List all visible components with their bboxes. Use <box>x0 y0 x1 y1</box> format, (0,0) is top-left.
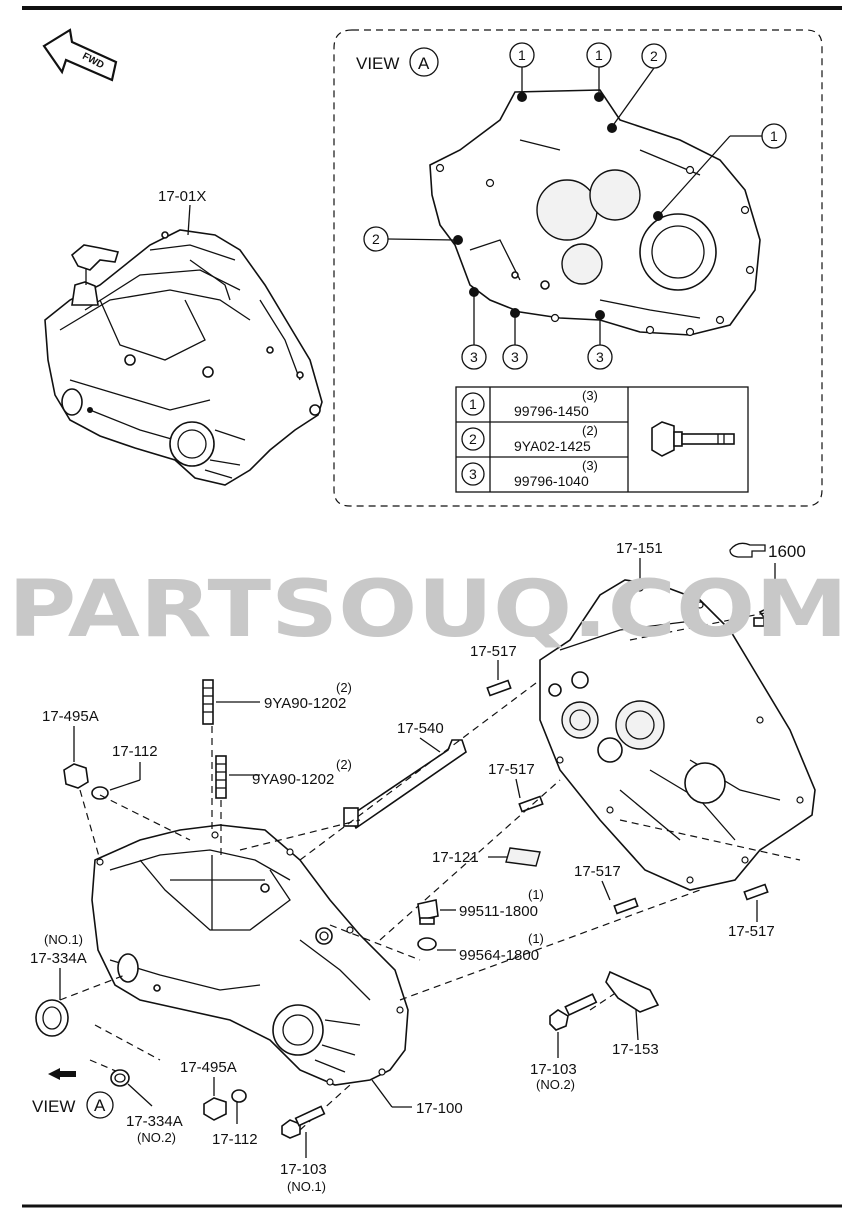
part-label-17-103-no2: 17-103 <box>530 1061 577 1078</box>
part-label-17-112-bottom: 17-112 <box>212 1131 258 1148</box>
stud-bolt-top <box>202 679 214 725</box>
fwd-arrow-icon: FWD <box>42 28 118 82</box>
part-label-17-103-no1-note: (NO.1) <box>287 1179 326 1194</box>
callout-label: 3 <box>470 349 478 365</box>
table-row-ref: 2 <box>469 431 477 447</box>
clutch-housing-illustration <box>539 579 816 891</box>
part-label-17-153: 17-153 <box>612 1041 659 1058</box>
bottom-view-title: VIEW <box>32 1097 75 1116</box>
table-row-qty: (2) <box>582 423 598 438</box>
part-label-1600: 1600 <box>768 542 806 561</box>
part-label-17-495a-top: 17-495A <box>42 708 99 725</box>
view-a-inset: VIEW A <box>333 29 823 507</box>
transaxle-case-illustration <box>91 824 409 1086</box>
part-label-17-121: 17-121 <box>432 849 479 866</box>
table-row-part: 99796-1040 <box>514 473 589 489</box>
part-label-17-517-b: 17-517 <box>488 761 535 778</box>
inset-view-title: VIEW <box>356 54 399 73</box>
table-row-part: 99796-1450 <box>514 403 589 419</box>
stud-part-1: 9YA90-1202 <box>264 695 346 712</box>
pointing-hand-icon <box>729 542 766 558</box>
bolt-table: 1 (3) 99796-1450 2 (2) 9YA02-1425 3 (3) … <box>455 386 749 493</box>
part-label-17-517-d: 17-517 <box>728 923 775 940</box>
callout-label: 3 <box>511 349 519 365</box>
callout-label: 1 <box>518 47 526 63</box>
assembly-guide-lines <box>59 609 801 1131</box>
table-row-qty: (3) <box>582 458 598 473</box>
view-direction-arrow-icon <box>48 1068 76 1080</box>
part-label-17-103-no2-note: (NO.2) <box>536 1077 575 1092</box>
callout-label: 2 <box>372 231 380 247</box>
plug-part: 99511-1800 <box>459 903 538 920</box>
part-label-17-151: 17-151 <box>616 540 663 557</box>
stud-part-2: 9YA90-1202 <box>252 771 334 788</box>
part-label-17-495a-bottom: 17-495A <box>180 1059 237 1076</box>
bottom-view-letter: A <box>94 1096 106 1115</box>
part-label-17-334a-no2: 17-334A <box>126 1113 183 1130</box>
stud-bolt-bottom <box>215 755 227 799</box>
part-label-17-517-c: 17-517 <box>574 863 621 880</box>
table-row-qty: (3) <box>582 388 598 403</box>
watermark-text: PARTSOUQ.COM <box>8 565 848 655</box>
flange-bolt-icon <box>651 421 735 457</box>
part-label-17-334a-no2-note: (NO.2) <box>137 1130 176 1145</box>
inset-callouts: 1 1 2 1 2 3 3 3 <box>363 42 787 370</box>
part-label-17-540: 17-540 <box>397 720 444 737</box>
inset-view-letter: A <box>418 54 430 73</box>
washer-qty: (1) <box>528 931 544 946</box>
table-row-ref: 1 <box>469 396 477 412</box>
transaxle-assembly-illustration <box>44 229 323 486</box>
part-label-17-103-no1: 17-103 <box>280 1161 327 1178</box>
stud-qty-1: (2) <box>336 680 352 695</box>
callout-label: 1 <box>770 128 778 144</box>
plug-qty: (1) <box>528 887 544 902</box>
part-label-17-112-top: 17-112 <box>112 743 158 760</box>
callout-label: 3 <box>596 349 604 365</box>
callout-label: 1 <box>595 47 603 63</box>
part-label-17-100: 17-100 <box>416 1100 463 1117</box>
washer-part: 99564-1800 <box>459 947 539 964</box>
assembly-label: 17-01X <box>158 188 206 205</box>
callout-label: 2 <box>650 48 658 64</box>
table-row-part: 9YA02-1425 <box>514 438 591 454</box>
table-row-ref: 3 <box>469 466 477 482</box>
part-label-17-334a-no1-note: (NO.1) <box>44 932 83 947</box>
part-label-17-517-a: 17-517 <box>470 643 517 660</box>
stud-qty-2: (2) <box>336 757 352 772</box>
part-label-17-334a-no1: 17-334A <box>30 950 87 967</box>
